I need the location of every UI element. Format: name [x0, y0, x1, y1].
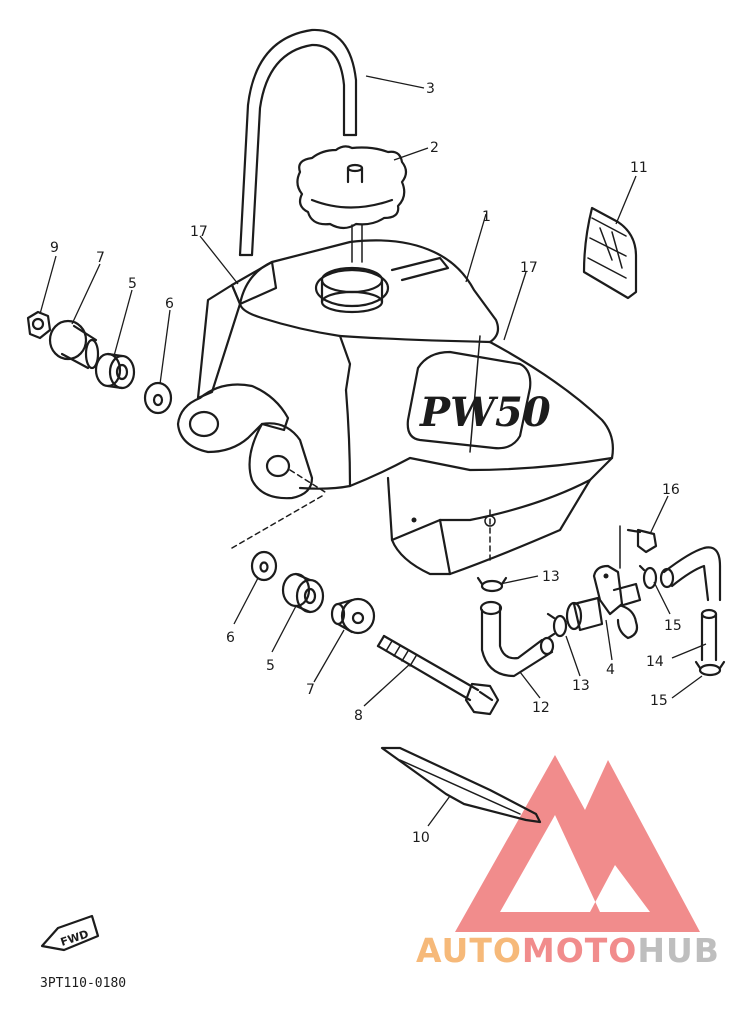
watermark-brand-auto: AUTO	[416, 931, 522, 970]
watermark-triangle-mark	[455, 755, 700, 932]
svg-text:AUTOMOTOHUB: AUTOMOTOHUB	[416, 931, 720, 970]
callout-13-upper: 13	[542, 569, 560, 585]
callout-5-lower: 5	[266, 658, 275, 674]
watermark-logo: AUTOMOTOHUB	[416, 755, 720, 970]
callout-8: 8	[354, 708, 363, 724]
callout-2: 2	[430, 140, 439, 156]
part-screw-16	[626, 528, 658, 554]
callout-7-upper: 7	[96, 250, 105, 266]
part-breather-hose	[238, 28, 358, 257]
part-collar-7-upper	[48, 319, 100, 370]
callout-3: 3	[426, 81, 435, 97]
part-hose-clip-15-lower	[694, 660, 726, 677]
part-seal-strip-10	[380, 746, 542, 824]
part-fuel-tank	[176, 239, 614, 576]
callout-4: 4	[606, 662, 615, 678]
part-nut-9	[26, 310, 52, 340]
callout-15-upper: 15	[664, 618, 682, 634]
callout-16: 16	[662, 482, 680, 498]
part-fuel-hose-12	[479, 600, 555, 678]
watermark-brand-moto: MOTO	[522, 931, 637, 970]
part-decal-11	[582, 206, 638, 300]
callout-11: 11	[630, 160, 648, 176]
part-damper-5-lower	[281, 572, 325, 614]
callout-10: 10	[412, 830, 430, 846]
part-hose-clip-13-lower	[546, 612, 568, 640]
callout-1: 1	[482, 209, 491, 225]
part-bolt-8	[376, 634, 500, 716]
callout-15-lower: 15	[650, 693, 668, 709]
callout-14: 14	[646, 654, 664, 670]
tank-decal-pw50: PW50	[406, 335, 551, 453]
decal-pw50-text: PW50	[419, 389, 551, 436]
part-washer-6-lower	[250, 550, 278, 582]
callout-17-left: 17	[190, 224, 208, 240]
part-hose-clip-15-upper	[638, 564, 658, 590]
callout-7-lower: 7	[306, 682, 315, 698]
part-collar-7-lower	[330, 597, 376, 635]
callout-labels: 3 2 1 11 17 17 9 7 5 6 16 13 15 6 5 7 8 …	[50, 81, 682, 846]
part-fuel-cap	[296, 145, 408, 263]
callout-leader-lines	[39, 75, 707, 827]
callout-9: 9	[50, 240, 59, 256]
callout-12: 12	[532, 700, 550, 716]
drawing-code: 3PT110-0180	[40, 976, 126, 991]
part-hose-clip-13-upper	[476, 576, 508, 593]
watermark-brand-hub: HUB	[637, 931, 720, 970]
forward-direction-arrow: FWD	[40, 914, 100, 952]
callout-5-upper: 5	[128, 276, 137, 292]
part-fuel-cock-4	[565, 525, 642, 640]
callout-13-lower: 13	[572, 678, 590, 694]
part-damper-5-upper	[94, 352, 136, 390]
callout-17-right: 17	[520, 260, 538, 276]
part-hose-14	[659, 546, 722, 662]
part-washer-6-upper	[143, 381, 173, 415]
callout-6-lower: 6	[226, 630, 235, 646]
callout-6-upper: 6	[165, 296, 174, 312]
